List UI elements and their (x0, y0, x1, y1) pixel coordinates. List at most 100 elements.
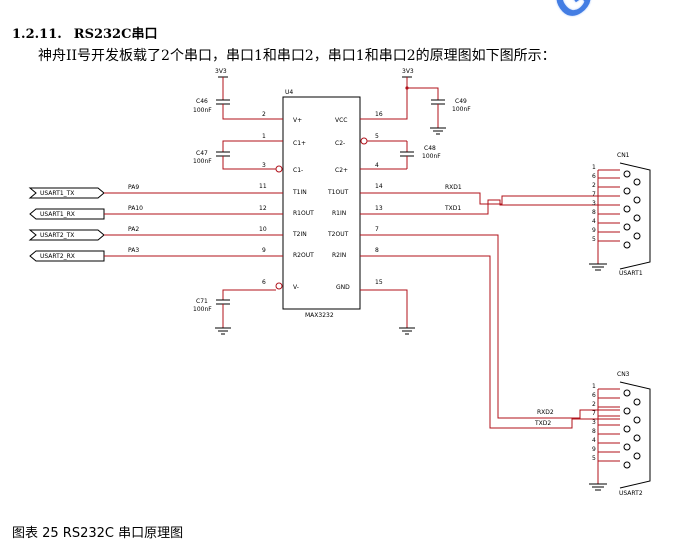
pin-number: 10 (259, 226, 267, 233)
pin-number: 7 (375, 226, 379, 233)
pin-name: V- (293, 284, 299, 291)
usart2-nets: RXD2 TXD2 (360, 234, 620, 429)
pin-name: C1- (293, 167, 303, 174)
pin-name: C2+ (335, 167, 348, 174)
svg-text:2: 2 (592, 401, 596, 408)
pin-number: 9 (262, 247, 266, 254)
svg-text:USART1_RX: USART1_RX (40, 211, 75, 218)
pin-number: 6 (262, 279, 266, 286)
pin-name: C2- (335, 140, 345, 147)
figure-caption: 图表 25 RS232C 串口原理图 (12, 526, 184, 541)
power-label: 3V3 (402, 68, 414, 75)
svg-text:C46: C46 (196, 98, 208, 105)
pin-number: 2 (262, 111, 266, 118)
net-label: RXD1 (445, 184, 462, 191)
port-usart2-rx: USART2_RX PA3 (29, 247, 283, 262)
pin-name: T1OUT (327, 189, 349, 196)
svg-text:CN1: CN1 (617, 152, 630, 159)
connector-cn1: CN1 1 6 2 7 3 8 4 9 5 USART1 (589, 152, 651, 277)
port-usart1-tx: USART1_TX PA9 (28, 184, 283, 199)
svg-text:100nF: 100nF (422, 153, 441, 160)
mcu-pin-label: PA9 (128, 184, 139, 191)
net-label: RXD2 (537, 409, 554, 416)
net-label: TXD2 (534, 420, 551, 427)
pin-name: R1OUT (293, 210, 314, 217)
pin-name: VCC (335, 117, 347, 124)
pin-name: V+ (293, 117, 302, 124)
cap-c71: C71 100nF (193, 289, 255, 335)
svg-text:7: 7 (592, 191, 596, 198)
pin-name: R2IN (332, 252, 346, 259)
section-number: 1.2.11. (12, 27, 62, 42)
pin-name: T2OUT (327, 231, 349, 238)
mcu-pin-label: PA3 (128, 247, 139, 254)
usart1-nets: RXD1 TXD1 (360, 184, 620, 215)
svg-text:4: 4 (592, 437, 596, 444)
svg-text:100nF: 100nF (193, 158, 212, 165)
pin-number: 13 (375, 205, 383, 212)
pin-number: 5 (375, 133, 379, 140)
power-label: 3V3 (215, 68, 227, 75)
svg-text:100nF: 100nF (193, 306, 212, 313)
intro-paragraph: 神舟II号开发板载了2个串口，串口1和串口2，串口1和串口2的原理图如下图所示： (38, 48, 556, 64)
pin-name: R2OUT (293, 252, 314, 259)
svg-text:3: 3 (592, 419, 596, 426)
connector-cn3: CN3 1 6 2 7 3 8 4 9 5 USART2 (589, 371, 651, 497)
svg-text:USART1: USART1 (619, 270, 643, 277)
right-pin-wires (360, 88, 408, 170)
pin-number: 8 (375, 247, 379, 254)
cap-c48: C48 100nF (400, 141, 441, 169)
svg-text:USART2: USART2 (619, 490, 643, 497)
pin-number: 4 (375, 162, 379, 169)
left-pin-wires (255, 118, 283, 291)
pin-number: 14 (375, 183, 383, 190)
svg-text:7: 7 (592, 410, 596, 417)
section-title: RS232C串口 (73, 27, 158, 42)
section-heading: 1.2.11. RS232C串口 (12, 23, 157, 42)
svg-text:C47: C47 (196, 150, 208, 157)
svg-text:2: 2 (592, 182, 596, 189)
chip-body (282, 96, 361, 310)
svg-text:5: 5 (592, 455, 596, 462)
svg-text:1: 1 (592, 164, 596, 171)
pin-number: 15 (375, 279, 383, 286)
svg-text:6: 6 (592, 173, 596, 180)
svg-text:5: 5 (592, 236, 596, 243)
svg-text:USART2_RX: USART2_RX (40, 253, 75, 260)
mcu-pin-label: PA2 (128, 226, 139, 233)
cap-c49: C49 100nF (430, 98, 471, 135)
svg-text:CN3: CN3 (617, 371, 630, 378)
svg-text:C48: C48 (424, 145, 436, 152)
mcu-pin-label: PA10 (128, 205, 143, 212)
svg-text:9: 9 (592, 227, 596, 234)
svg-text:9: 9 (592, 446, 596, 453)
inverted-pin-marker (360, 137, 368, 145)
svg-text:USART1_TX: USART1_TX (40, 190, 74, 197)
chip-ref: U4 (285, 89, 293, 96)
power-3v3-right: 3V3 (402, 68, 439, 100)
net-label: TXD1 (444, 205, 461, 212)
svg-text:6: 6 (592, 392, 596, 399)
pin-number: 3 (262, 162, 266, 169)
svg-text:C49: C49 (455, 98, 467, 105)
cap-c46: C46 100nF (193, 98, 255, 120)
inverted-pin-marker (275, 282, 283, 290)
pin-number: 11 (259, 183, 267, 190)
pin-name: C1+ (293, 140, 306, 147)
inverted-pin-marker (275, 165, 283, 173)
power-3v3-left: 3V3 (215, 68, 228, 100)
svg-text:8: 8 (592, 209, 596, 216)
cap-c47: C47 100nF (193, 140, 255, 170)
svg-text:100nF: 100nF (193, 107, 212, 114)
port-usart1-rx: USART1_RX PA10 (29, 205, 283, 220)
chip-ground (360, 289, 415, 335)
pin-number: 12 (259, 205, 267, 212)
svg-text:4: 4 (592, 218, 596, 225)
svg-text:3: 3 (592, 200, 596, 207)
pin-name: T2IN (292, 231, 307, 238)
pin-number: 16 (375, 111, 383, 118)
svg-text:C71: C71 (196, 298, 208, 305)
pin-name: T1IN (292, 189, 307, 196)
svg-text:1: 1 (592, 383, 596, 390)
